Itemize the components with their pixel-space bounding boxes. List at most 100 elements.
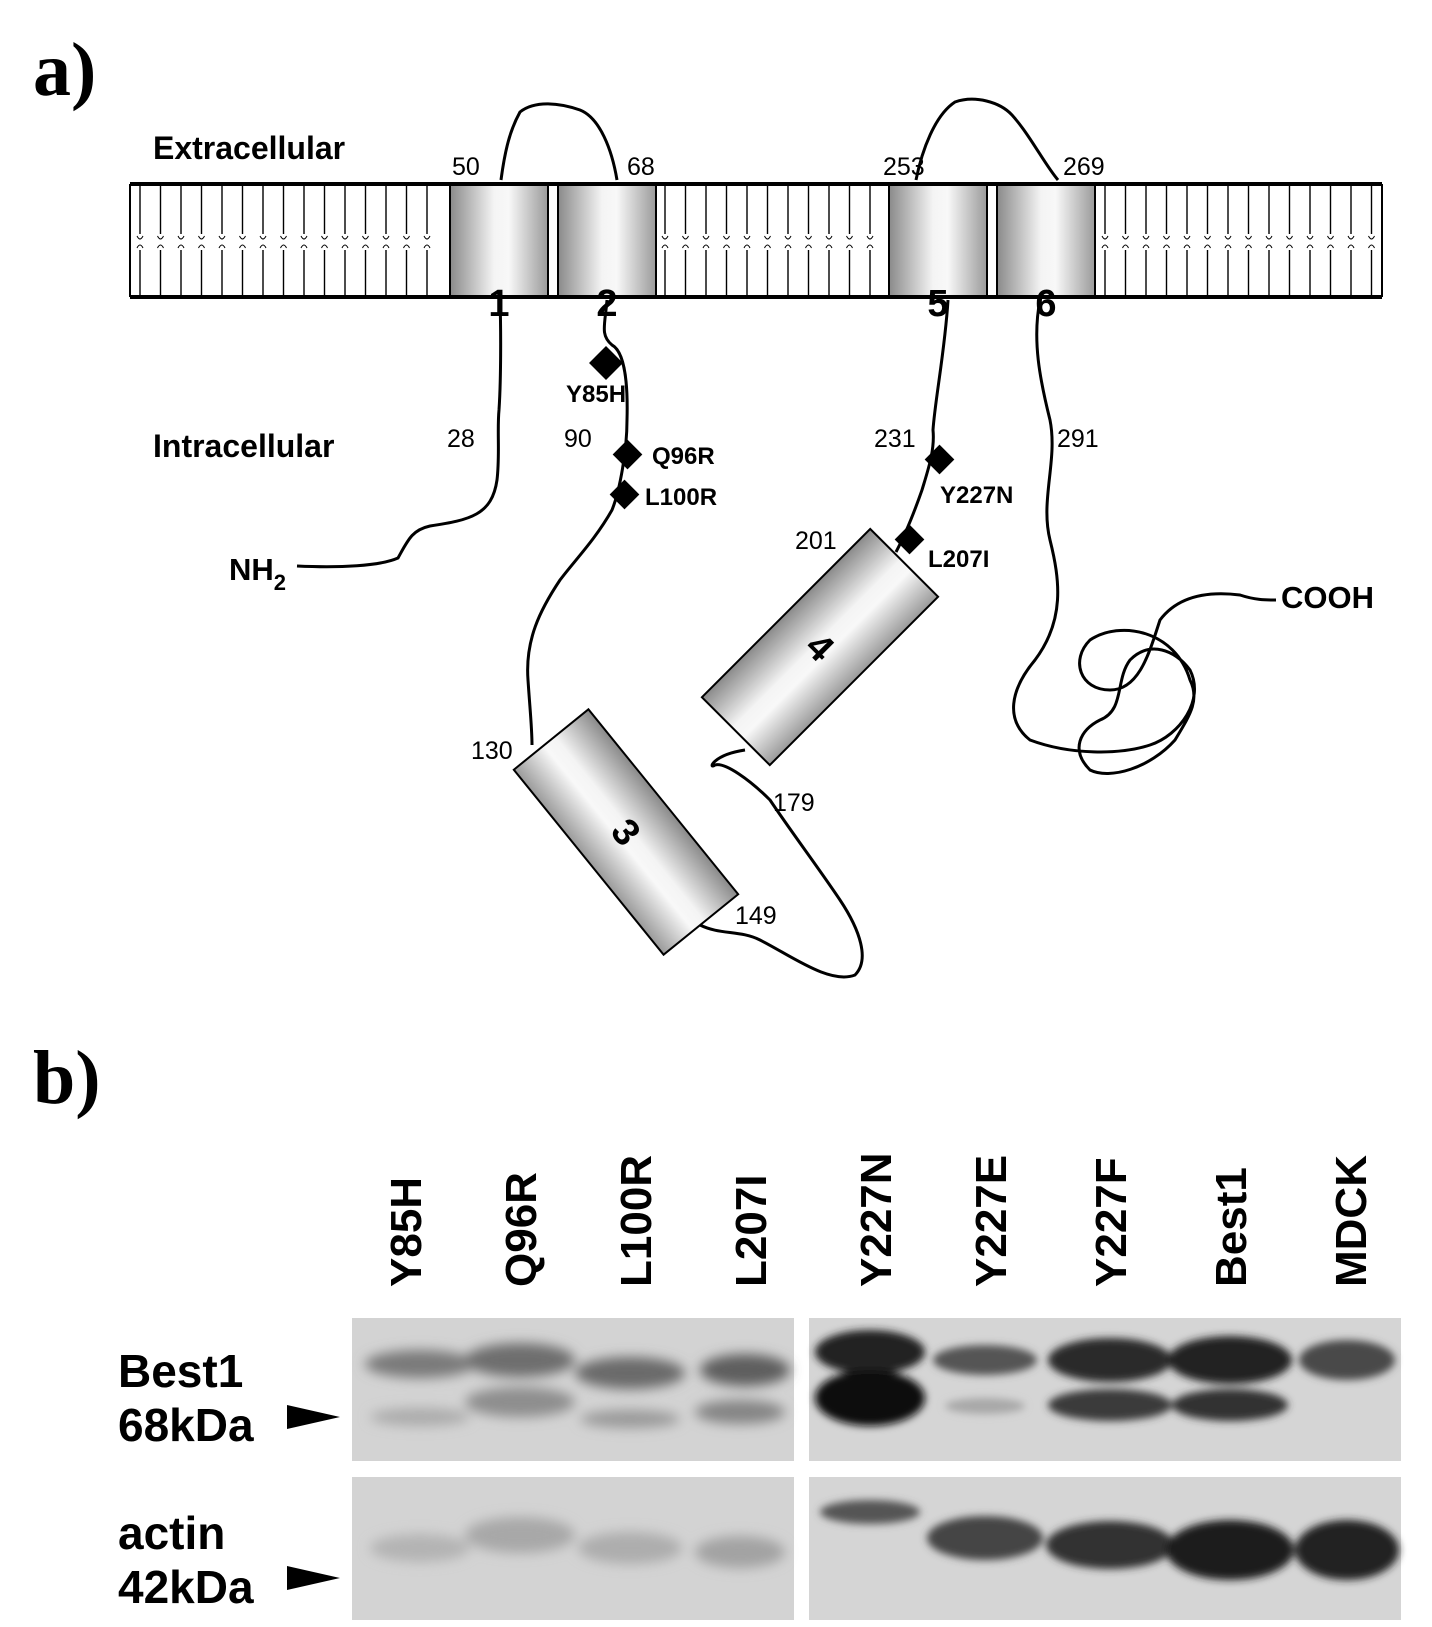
lipid-tail-end: [1245, 235, 1252, 249]
loop-1-2: [499, 102, 619, 181]
residue-149: 149: [735, 902, 777, 930]
lipid-tail-end: [723, 235, 730, 249]
mutation-q96r: Q96R: [652, 443, 715, 470]
helix-3: 3: [512, 707, 740, 957]
residue-291: 291: [1057, 425, 1099, 453]
loop-3-4: [699, 748, 864, 979]
panel-b-label: b): [33, 1036, 101, 1120]
mutation-l100r: L100R: [645, 484, 717, 511]
best1-blot-left: [352, 1318, 794, 1461]
lipid-tail-end: [1204, 235, 1211, 249]
actin-blot-right: [809, 1477, 1401, 1620]
lipid-bilayer: [129, 182, 1383, 299]
lipid-tail-end: [1306, 235, 1314, 249]
lipid-tail-end: [702, 235, 710, 249]
loop-5-6: [914, 97, 1060, 181]
helix-6-number: 6: [1035, 283, 1056, 325]
lipid-tail-end: [846, 235, 853, 249]
best1-row-size: 68kDa: [118, 1399, 254, 1451]
actin-blot-left: [352, 1477, 794, 1620]
residue-201: 201: [795, 527, 837, 555]
helix-4: 4: [700, 527, 940, 767]
mutation-y85h: Y85H: [566, 381, 626, 408]
residue-231: 231: [874, 425, 916, 453]
lipid-tail-end: [764, 235, 771, 249]
c-terminal-tail: [1012, 299, 1277, 775]
lipid-tail-end: [300, 235, 308, 249]
lane-label-y85h: Y85H: [382, 1177, 431, 1287]
lipid-tail-end: [682, 235, 689, 249]
loop-4-5: [894, 299, 950, 553]
helix-1-number: 1: [488, 283, 509, 325]
panel-a-label: a): [33, 28, 96, 112]
lipid-tail-end: [866, 235, 874, 249]
lane-label-l207i: L207I: [727, 1174, 776, 1287]
lipid-tail-end: [321, 235, 328, 249]
actin-row-size: 42kDa: [118, 1561, 254, 1613]
lipid-tail-end: [218, 235, 226, 249]
lipid-tail-end: [382, 235, 390, 249]
residue-253: 253: [883, 153, 925, 181]
lipid-tail-end: [1327, 235, 1334, 249]
helix-5-number: 5: [927, 283, 948, 325]
mutation-marker-l207i: [894, 524, 925, 555]
helix-5: 5: [888, 184, 988, 325]
lipid-tail-end: [239, 235, 246, 249]
mutation-y227n: Y227N: [940, 482, 1013, 509]
lipid-tail-end: [1265, 235, 1273, 249]
n-terminus-label: NH2: [229, 552, 286, 595]
lane-label-y227f: Y227F: [1087, 1157, 1136, 1287]
lipid-tail-end: [1163, 235, 1170, 249]
lipid-tail-end: [198, 235, 205, 249]
residue-130: 130: [471, 737, 513, 765]
lipid-tail-end: [1224, 235, 1232, 249]
c-terminus-label: COOH: [1281, 580, 1374, 615]
n-terminus-text: NH: [229, 552, 274, 587]
lipid-tail-end: [177, 235, 185, 249]
helix-2-number: 2: [596, 283, 617, 325]
lipid-tail-end: [136, 235, 144, 249]
residue-90: 90: [564, 425, 592, 453]
n-terminus-subscript: 2: [274, 570, 286, 595]
lane-label-y227e: Y227E: [967, 1155, 1016, 1287]
lipid-tail-end: [784, 235, 792, 249]
helix-2: 2: [557, 184, 657, 325]
best1-arrowhead-icon: [287, 1405, 340, 1429]
lipid-tail-end: [1368, 235, 1375, 249]
lipid-tail-end: [423, 235, 431, 249]
lane-label-y227n: Y227N: [852, 1152, 901, 1287]
best1-row-name: Best1: [118, 1345, 243, 1397]
lipid-tail-end: [157, 235, 164, 249]
lipid-tail-end: [1347, 235, 1355, 249]
residue-50: 50: [452, 153, 480, 181]
lane-label-l100r: L100R: [612, 1155, 661, 1287]
best1-blot-right: [809, 1318, 1401, 1461]
lipid-tail-end: [805, 235, 812, 249]
lipid-tail-end: [743, 235, 751, 249]
lipid-tail-end: [403, 235, 410, 249]
mutation-marker-l100r: [609, 479, 640, 510]
lipid-tail-end: [1142, 235, 1150, 249]
lipid-tail-end: [1183, 235, 1191, 249]
lipid-tail-end: [661, 235, 669, 249]
lipid-tail-end: [1101, 235, 1109, 249]
lipid-tail-end: [280, 235, 287, 249]
extracellular-label: Extracellular: [153, 130, 345, 166]
lipid-tail-end: [1286, 235, 1293, 249]
lipid-tail-end: [362, 235, 369, 249]
mutation-marker-y227n: [924, 444, 955, 475]
actin-row-name: actin: [118, 1507, 225, 1559]
residue-28: 28: [447, 425, 475, 453]
actin-arrowhead-icon: [287, 1566, 340, 1590]
lipid-tail-end: [825, 235, 833, 249]
residue-68: 68: [627, 153, 655, 181]
helix-1: 1: [449, 184, 549, 325]
lipid-tail-end: [259, 235, 267, 249]
mutation-l207i: L207I: [928, 546, 989, 573]
residue-179: 179: [773, 789, 815, 817]
lipid-tail-end: [1122, 235, 1129, 249]
helix-6: 6: [996, 184, 1096, 325]
lipid-tail-end: [341, 235, 349, 249]
